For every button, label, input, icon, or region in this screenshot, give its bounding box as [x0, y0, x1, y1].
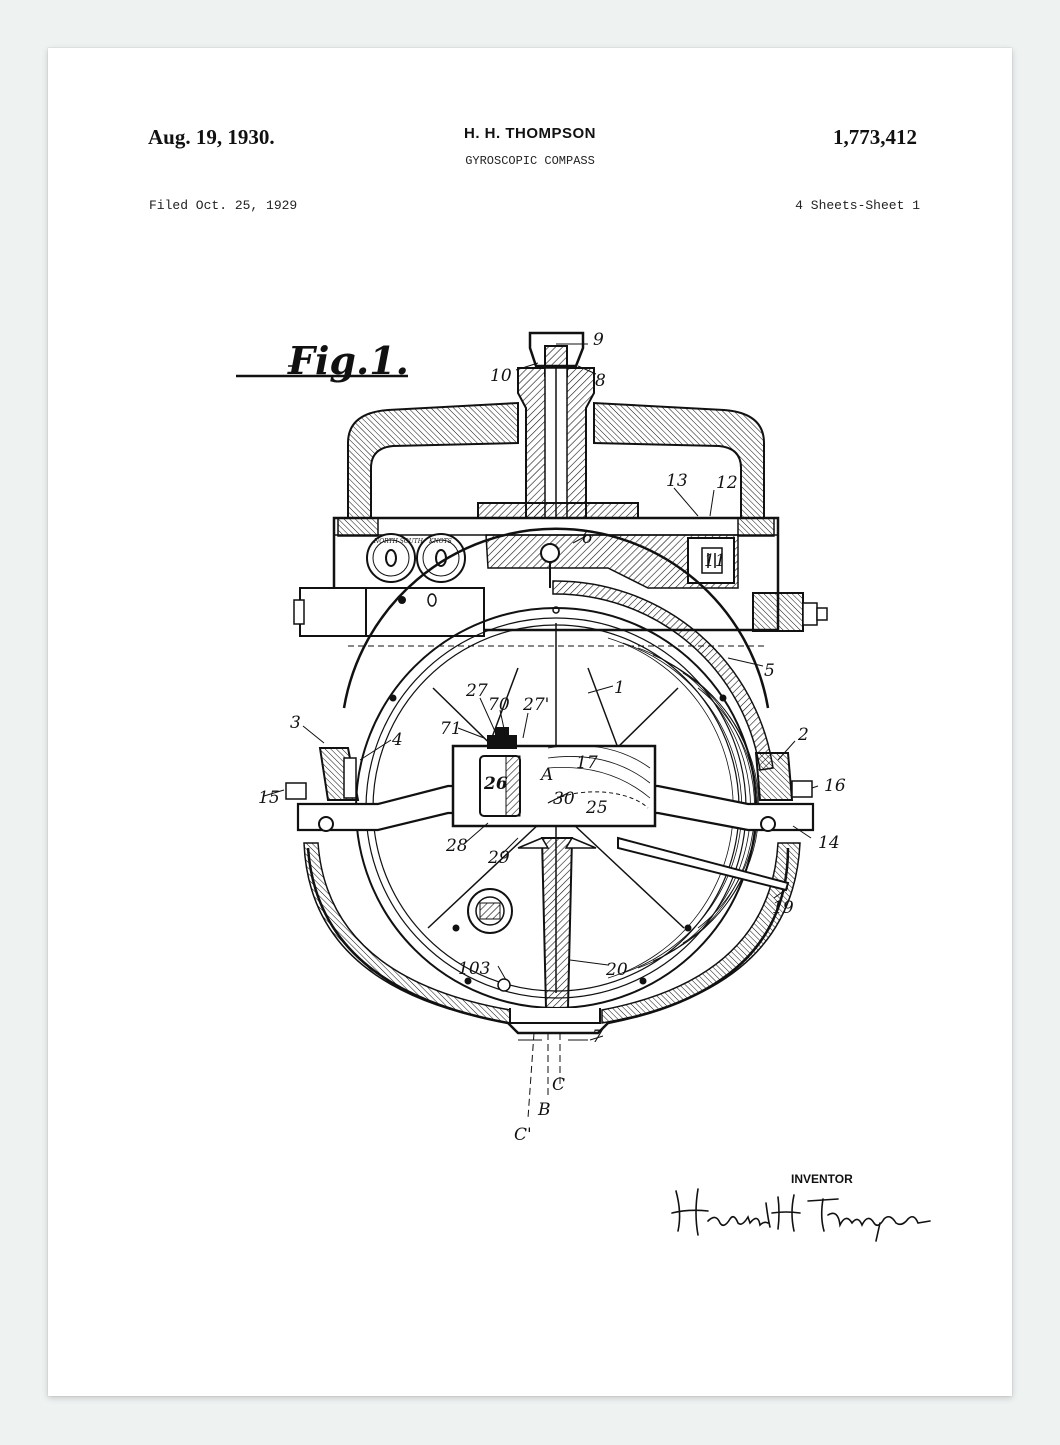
- callout-B: B: [537, 1100, 551, 1120]
- callout-19: 19: [772, 898, 794, 918]
- callout-15: 15: [258, 788, 280, 808]
- callout-27-prime: 27': [522, 695, 549, 715]
- callout-27: 27: [465, 681, 488, 701]
- callout-26: 26: [483, 774, 508, 794]
- callout-70: 70: [488, 695, 510, 715]
- callout-A: A: [539, 765, 553, 785]
- callout-16: 16: [824, 776, 846, 796]
- callout-20: 20: [605, 960, 628, 980]
- callout-11: 11: [704, 551, 726, 571]
- callout-1: 1: [614, 678, 625, 698]
- filed-date: Filed Oct. 25, 1929: [149, 198, 298, 213]
- callout-3: 3: [290, 713, 301, 733]
- callout-13: 13: [666, 471, 688, 491]
- callout-103: 103: [458, 959, 490, 979]
- dial-right-label: KNOTS: [428, 538, 452, 545]
- callout-12: 12: [716, 473, 738, 493]
- callout-6: 6: [582, 528, 593, 548]
- dial-left-label: NORTH SOUTH: [373, 538, 424, 545]
- callout-9: 9: [593, 330, 604, 350]
- compass-drawing: 9 10 8 13 12 6 11 5 1 27 70 27' 3 4 71 2…: [236, 330, 846, 1145]
- inventor-label: INVENTOR: [791, 1172, 853, 1186]
- callout-25: 25: [585, 798, 608, 818]
- patent-number: 1,773,412: [833, 125, 917, 149]
- callout-C-prime: C': [514, 1125, 532, 1145]
- callout-7: 7: [592, 1027, 603, 1047]
- callout-30: 30: [553, 789, 575, 809]
- callout-2: 2: [797, 725, 809, 745]
- callout-17: 17: [576, 753, 598, 773]
- callout-4: 4: [391, 730, 403, 750]
- inventor-name: H. H. THOMPSON: [463, 125, 596, 142]
- callout-28: 28: [445, 836, 468, 856]
- patent-date: Aug. 19, 1930.: [148, 125, 275, 149]
- inventor-signature: [671, 1188, 931, 1242]
- patent-sheet: Aug. 19, 1930. H. H. THOMPSON 1,773,412 …: [48, 48, 1012, 1396]
- callout-10: 10: [490, 366, 512, 386]
- callout-71: 71: [440, 719, 462, 739]
- patent-title: GYROSCOPIC COMPASS: [465, 154, 595, 168]
- callout-29: 29: [487, 848, 510, 868]
- callout-14: 14: [818, 833, 840, 853]
- callout-8: 8: [595, 371, 606, 391]
- callout-5: 5: [764, 661, 775, 681]
- sheet-count: 4 Sheets-Sheet 1: [795, 198, 920, 213]
- callout-C: C: [552, 1075, 565, 1095]
